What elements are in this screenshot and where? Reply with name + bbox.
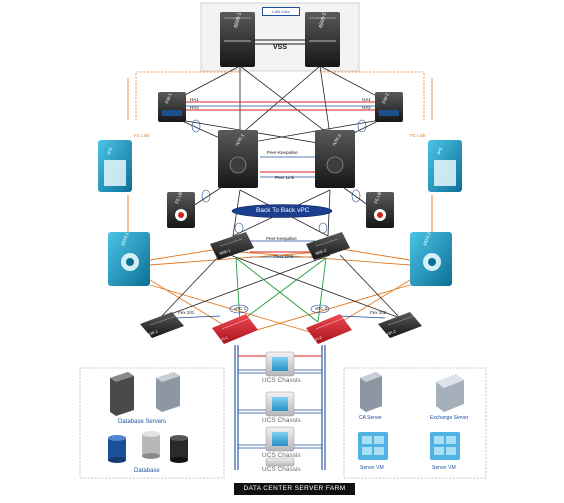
fex-102-label: Fex 102 xyxy=(370,310,387,315)
right-server-zone xyxy=(343,367,487,479)
f5-lb-1[interactable]: F5 LB xyxy=(167,191,195,228)
core-switch-2-label: 6509-2 xyxy=(318,12,328,29)
database-2[interactable] xyxy=(142,431,160,459)
ca-server[interactable] xyxy=(360,372,382,412)
ha-label-2: HA2 xyxy=(190,105,199,110)
n5k-1-label: N5K-1 xyxy=(219,247,232,255)
n7k-1[interactable]: N7K-1 xyxy=(218,130,258,188)
fi-2-label: FI-2 xyxy=(315,336,323,342)
n5k-1[interactable]: N5K-1 xyxy=(210,232,254,260)
n7k-2[interactable]: N7K-2 xyxy=(315,130,355,188)
database-1[interactable] xyxy=(108,435,126,463)
n5k-peer-keepalive-label: Peer-Keepalive xyxy=(266,236,297,241)
n2k-2-label: N2K-2 xyxy=(385,329,396,336)
fc-link-label-left: FC Link xyxy=(134,133,150,138)
f5-lb-2-label: F5 LB xyxy=(373,191,382,204)
ips-1-label: IPS xyxy=(106,147,113,156)
firewall-1-label: FW-1 xyxy=(164,92,173,104)
fex-101-label: Fex 101 xyxy=(178,310,195,315)
exchange-server[interactable] xyxy=(436,374,464,412)
fi-1-label: FI-1 xyxy=(221,336,229,342)
ips-1[interactable]: IPS xyxy=(98,140,132,192)
ucs-chassis-4[interactable] xyxy=(265,457,295,467)
ucs-chassis-1[interactable] xyxy=(265,351,295,377)
n2k-1-label: N2K-1 xyxy=(147,329,158,336)
n2k-2[interactable]: N2K-2 xyxy=(378,312,422,338)
core-switch-1[interactable]: 6509-1 xyxy=(220,12,255,67)
database-servers-label: Database Servers xyxy=(118,419,167,425)
ca-server-label: CA Server xyxy=(359,415,382,421)
mds-1[interactable]: MDS-1 xyxy=(108,231,150,286)
ips-2-label: IPS xyxy=(436,147,443,156)
n7k-1-label: N7K-1 xyxy=(235,133,246,147)
left-server-zone xyxy=(79,367,225,479)
n5k-peer-link-label: Peer Link xyxy=(274,254,294,259)
server-vm-2[interactable] xyxy=(430,432,460,460)
core-switch-2[interactable]: 6509-2 xyxy=(305,12,340,67)
footer-title: DATA CENTER SERVER FARM xyxy=(234,483,355,495)
ha-label-3: HA1 xyxy=(362,97,371,102)
ucs-chassis-label-1: UCS Chassis xyxy=(262,377,301,384)
n7k-peer-keepalive-label: Peer-Keepalive xyxy=(267,150,298,155)
server-vm-2-label: Server VM xyxy=(432,465,456,471)
database-label: Database xyxy=(134,468,160,474)
n2k-1[interactable]: N2K-1 xyxy=(140,312,184,338)
database-server-1[interactable] xyxy=(110,372,134,416)
mds-2[interactable]: MDS-2 xyxy=(410,231,452,286)
ucs-chassis-label-4: UCS Chassis xyxy=(262,466,301,473)
ha-label-1: HA1 xyxy=(190,97,199,102)
fi-1[interactable]: FI-1 xyxy=(212,314,258,344)
ips-2[interactable]: IPS xyxy=(428,140,462,192)
n7k-peer-link-label: Peer Link xyxy=(275,175,295,180)
firewall-2[interactable]: FW-2 xyxy=(375,92,403,122)
back-to-back-vpc xyxy=(231,204,333,218)
ha-label-4: HA2 xyxy=(362,105,371,110)
server-vm-1-label: Server VM xyxy=(360,465,384,471)
ucs-chassis-3[interactable] xyxy=(265,426,295,452)
vss-label: VSS xyxy=(273,44,288,51)
server-vm-1[interactable] xyxy=(358,432,388,460)
ucs-chassis-label-2: UCS Chassis xyxy=(262,417,301,424)
fc-link-label-right: FC Link xyxy=(410,133,426,138)
mds-2-label: MDS-2 xyxy=(422,231,432,246)
firewall-1[interactable]: FW-1 xyxy=(158,92,186,122)
firewall-2-label: FW-2 xyxy=(381,92,390,104)
core-switch-1-label: 6509-1 xyxy=(233,12,243,29)
database-3[interactable] xyxy=(170,435,188,463)
database-server-2[interactable] xyxy=(156,372,180,412)
ucs-chassis-2[interactable] xyxy=(265,391,295,417)
n5k-2-label: N5K-2 xyxy=(315,247,328,255)
n7k-2-label: N7K-2 xyxy=(332,133,343,147)
n5k-2[interactable]: N5K-2 xyxy=(306,232,350,260)
vpc-1-label: vPC 1 xyxy=(234,306,247,311)
lan-core-label: LAN Core xyxy=(262,7,300,16)
f5-lb-1-label: F5 LB xyxy=(174,191,183,204)
mds-1-label: MDS-1 xyxy=(120,231,130,246)
link-bundles xyxy=(191,119,367,314)
f5-lb-2[interactable]: F5 LB xyxy=(366,191,394,228)
fi-2[interactable]: FI-2 xyxy=(306,314,352,344)
exchange-server-label: Exchange Server xyxy=(430,415,469,421)
vpc-2-label: vPC 2 xyxy=(315,306,328,311)
ucs-links xyxy=(238,369,322,449)
ucs-chassis-label-3: UCS Chassis xyxy=(262,452,301,459)
back-to-back-vpc-label: Back To Back vPC xyxy=(256,207,310,214)
